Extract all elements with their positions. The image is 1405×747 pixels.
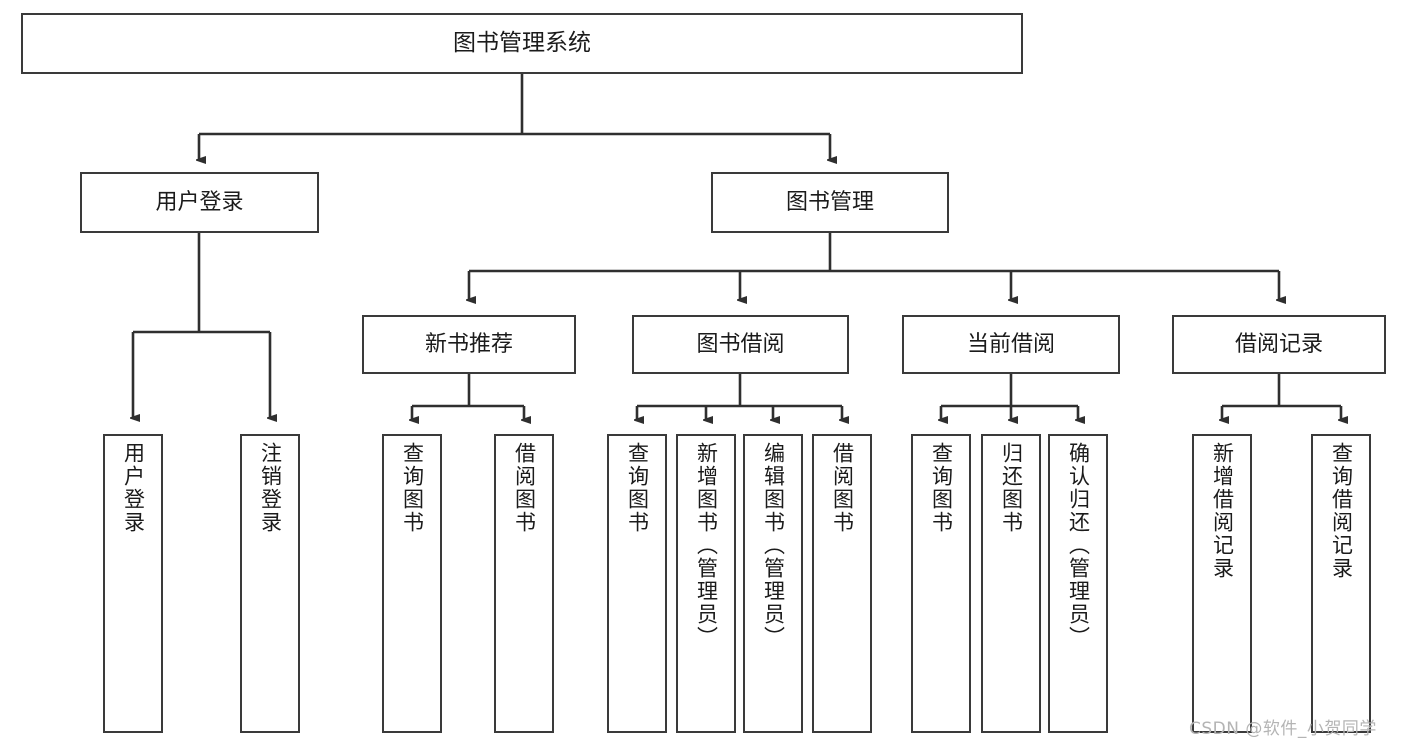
node-root-system[interactable]: 图书管理系统 (21, 13, 1023, 74)
node-label: 借阅图书 (512, 442, 537, 534)
node-new-book-recommend[interactable]: 新书推荐 (362, 315, 576, 374)
node-label: 查询图书 (400, 442, 425, 534)
leaf-current-borrow-query[interactable]: 查询图书 (911, 434, 971, 733)
node-label: 当前借阅 (966, 331, 1055, 357)
leaf-user-login-signout[interactable]: 注销登录 (240, 434, 300, 733)
leaf-user-login-signin[interactable]: 用户登录 (103, 434, 163, 733)
leaf-current-borrow-confirm-return[interactable]: 确认归还（管理员） (1048, 434, 1108, 733)
node-label: 图书管理系统 (453, 29, 591, 56)
node-label: 图书借阅 (696, 331, 785, 357)
node-label: 新增借阅记录 (1210, 442, 1235, 580)
node-label: 借阅记录 (1234, 331, 1323, 357)
csdn-watermark: CSDN @软件_小贺同学 (1189, 719, 1377, 739)
node-label: 注销登录 (258, 442, 283, 534)
node-book-management[interactable]: 图书管理 (711, 172, 949, 233)
node-borrow-record[interactable]: 借阅记录 (1172, 315, 1386, 374)
leaf-borrow-record-query[interactable]: 查询借阅记录 (1311, 434, 1371, 733)
node-label: 编辑图书（管理员） (761, 442, 786, 649)
leaf-borrow-record-add[interactable]: 新增借阅记录 (1192, 434, 1252, 733)
leaf-new-book-borrow[interactable]: 借阅图书 (494, 434, 554, 733)
leaf-current-borrow-return[interactable]: 归还图书 (981, 434, 1041, 733)
node-current-borrow[interactable]: 当前借阅 (902, 315, 1120, 374)
node-label: 查询图书 (625, 442, 650, 534)
node-label: 用户登录 (121, 442, 146, 534)
leaf-book-borrow-edit[interactable]: 编辑图书（管理员） (743, 434, 803, 733)
node-label: 查询图书 (929, 442, 954, 534)
node-label: 新增图书（管理员） (694, 442, 719, 649)
node-label: 新书推荐 (424, 331, 513, 357)
node-label: 图书管理 (785, 189, 874, 215)
node-book-borrow[interactable]: 图书借阅 (632, 315, 849, 374)
node-label: 用户登录 (155, 189, 244, 215)
leaf-book-borrow-add[interactable]: 新增图书（管理员） (676, 434, 736, 733)
node-label: 归还图书 (999, 442, 1024, 534)
node-label: 查询借阅记录 (1329, 442, 1354, 580)
leaf-new-book-query[interactable]: 查询图书 (382, 434, 442, 733)
leaf-book-borrow-query[interactable]: 查询图书 (607, 434, 667, 733)
leaf-book-borrow-lend[interactable]: 借阅图书 (812, 434, 872, 733)
node-user-login[interactable]: 用户登录 (80, 172, 319, 233)
node-label: 确认归还（管理员） (1066, 442, 1091, 649)
node-label: 借阅图书 (830, 442, 855, 534)
